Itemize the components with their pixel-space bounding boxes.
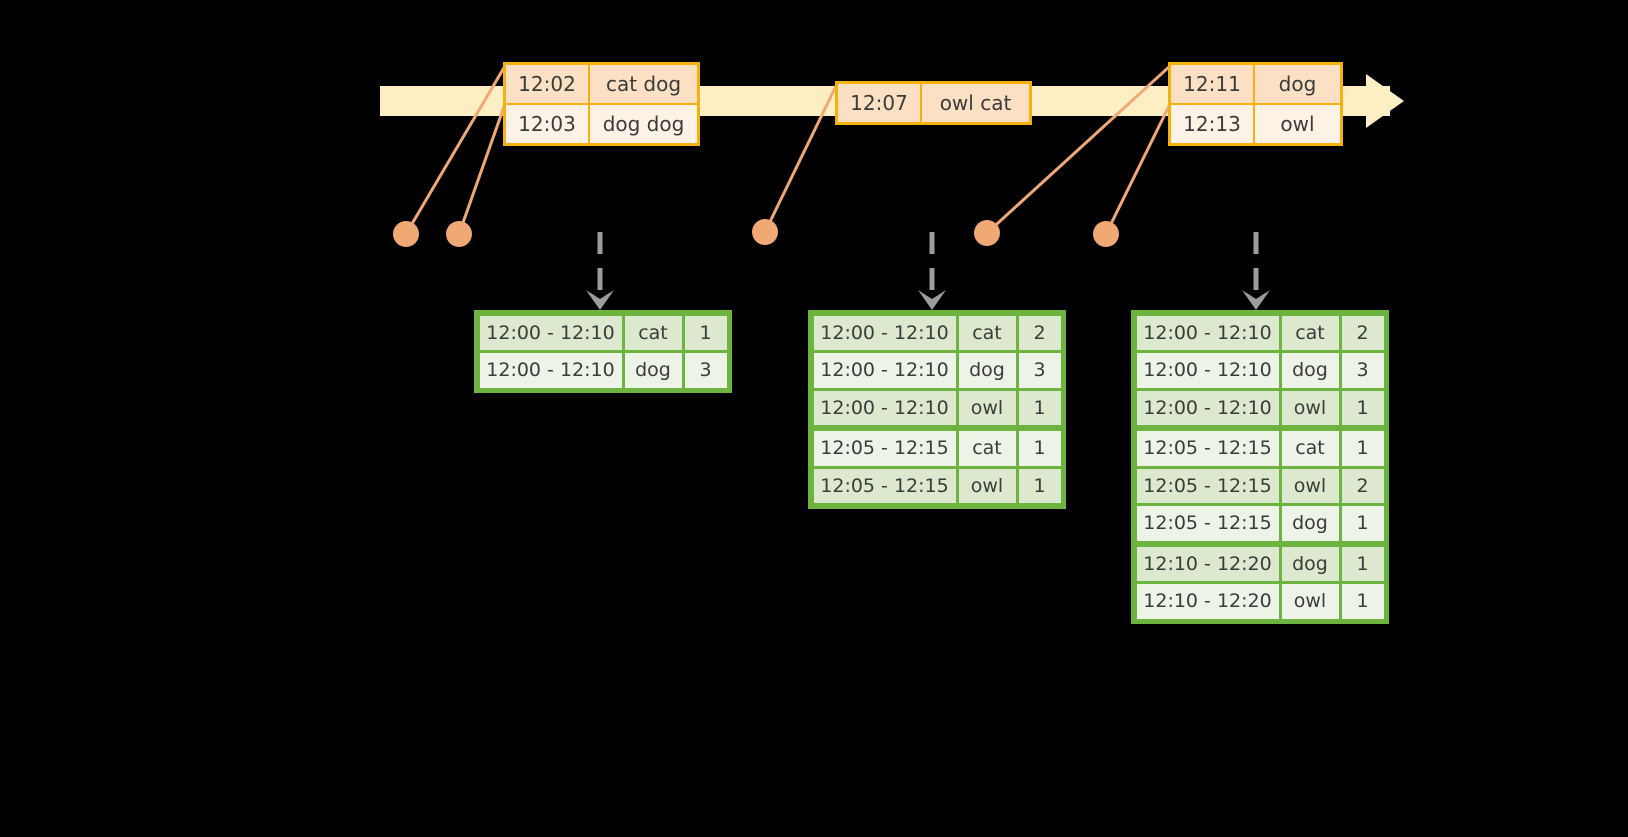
event-time: 12:11 [1171,65,1255,103]
window-count-cell: 1 [684,315,727,350]
window-range-cell: 12:00 - 12:10 [813,390,956,425]
window-key-cell: cat [1281,431,1339,466]
window-range-cell: 12:00 - 12:10 [479,353,622,388]
window-range-cell: 12:00 - 12:10 [813,353,956,388]
window-range-cell: 12:05 - 12:15 [813,468,956,503]
window-key-cell: owl [958,390,1016,425]
connector-1-dot-icon [393,221,419,247]
event-row: 12:03 dog dog [506,103,697,143]
timeline-arrow-head-icon [1366,74,1404,128]
window-count-cell: 2 [1341,468,1384,503]
window-key-cell: owl [1281,584,1339,619]
window-key-cell: dog [1281,353,1339,388]
connector-4-dot-icon [974,220,1000,246]
window-key-cell: owl [958,468,1016,503]
window-count-cell: 2 [1018,315,1061,350]
event-payload: owl [1255,105,1340,143]
event-time: 12:03 [506,105,590,143]
window-key-cell: dog [958,353,1016,388]
window-count-cell: 3 [1018,353,1061,388]
window-range-cell: 12:10 - 12:20 [1136,546,1279,581]
connector-5-line [1104,103,1172,235]
window-key-cell: dog [624,353,682,388]
window-key-cell: owl [1281,468,1339,503]
window-key-cell: cat [624,315,682,350]
window-range-cell: 12:05 - 12:15 [1136,431,1279,466]
window-count-cell: 1 [1018,431,1061,466]
event-box-2: 12:07 owl cat [835,81,1032,125]
event-box-3: 12:11 dog 12:13 owl [1168,62,1343,146]
window-count-cell: 1 [1341,390,1384,425]
event-row: 12:02 cat dog [506,65,697,103]
window-count-cell: 3 [684,353,727,388]
window-key-cell: cat [958,431,1016,466]
window-count-cell: 1 [1341,584,1384,619]
event-row: 12:07 owl cat [838,84,1029,122]
window-count-cell: 1 [1018,390,1061,425]
dashed-arrow-1-head-icon [586,290,614,310]
event-time: 12:13 [1171,105,1255,143]
event-box-1: 12:02 cat dog 12:03 dog dog [503,62,700,146]
connector-3-dot-icon [752,219,778,245]
window-count-cell: 1 [1341,431,1384,466]
window-range-cell: 12:05 - 12:15 [1136,506,1279,541]
window-key-cell: dog [1281,546,1339,581]
window-count-cell: 1 [1341,546,1384,581]
window-range-cell: 12:05 - 12:15 [1136,468,1279,503]
window-range-cell: 12:00 - 12:10 [1136,353,1279,388]
window-range-cell: 12:10 - 12:20 [1136,584,1279,619]
window-count-cell: 1 [1341,506,1384,541]
connector-2-line [457,103,507,235]
event-time: 12:07 [838,84,922,122]
event-payload: dog dog [590,105,697,143]
window-range-cell: 12:05 - 12:15 [813,431,956,466]
window-key-cell: owl [1281,390,1339,425]
window-range-cell: 12:00 - 12:10 [1136,315,1279,350]
window-key-cell: dog [1281,506,1339,541]
dashed-arrow-3-head-icon [1242,290,1270,310]
event-payload: cat dog [590,65,697,103]
event-row: 12:11 dog [1171,65,1340,103]
window-key-cell: cat [958,315,1016,350]
event-time: 12:02 [506,65,590,103]
event-row: 12:13 owl [1171,103,1340,143]
window-range-cell: 12:00 - 12:10 [479,315,622,350]
connector-2-dot-icon [446,221,472,247]
event-payload: owl cat [922,84,1029,122]
window-key-cell: cat [1281,315,1339,350]
window-count-cell: 1 [1018,468,1061,503]
window-count-cell: 3 [1341,353,1384,388]
window-range-cell: 12:00 - 12:10 [1136,390,1279,425]
window-range-cell: 12:00 - 12:10 [813,315,956,350]
window-count-cell: 2 [1341,315,1384,350]
dashed-arrow-2-head-icon [918,290,946,310]
connector-5-dot-icon [1093,221,1119,247]
event-payload: dog [1255,65,1340,103]
